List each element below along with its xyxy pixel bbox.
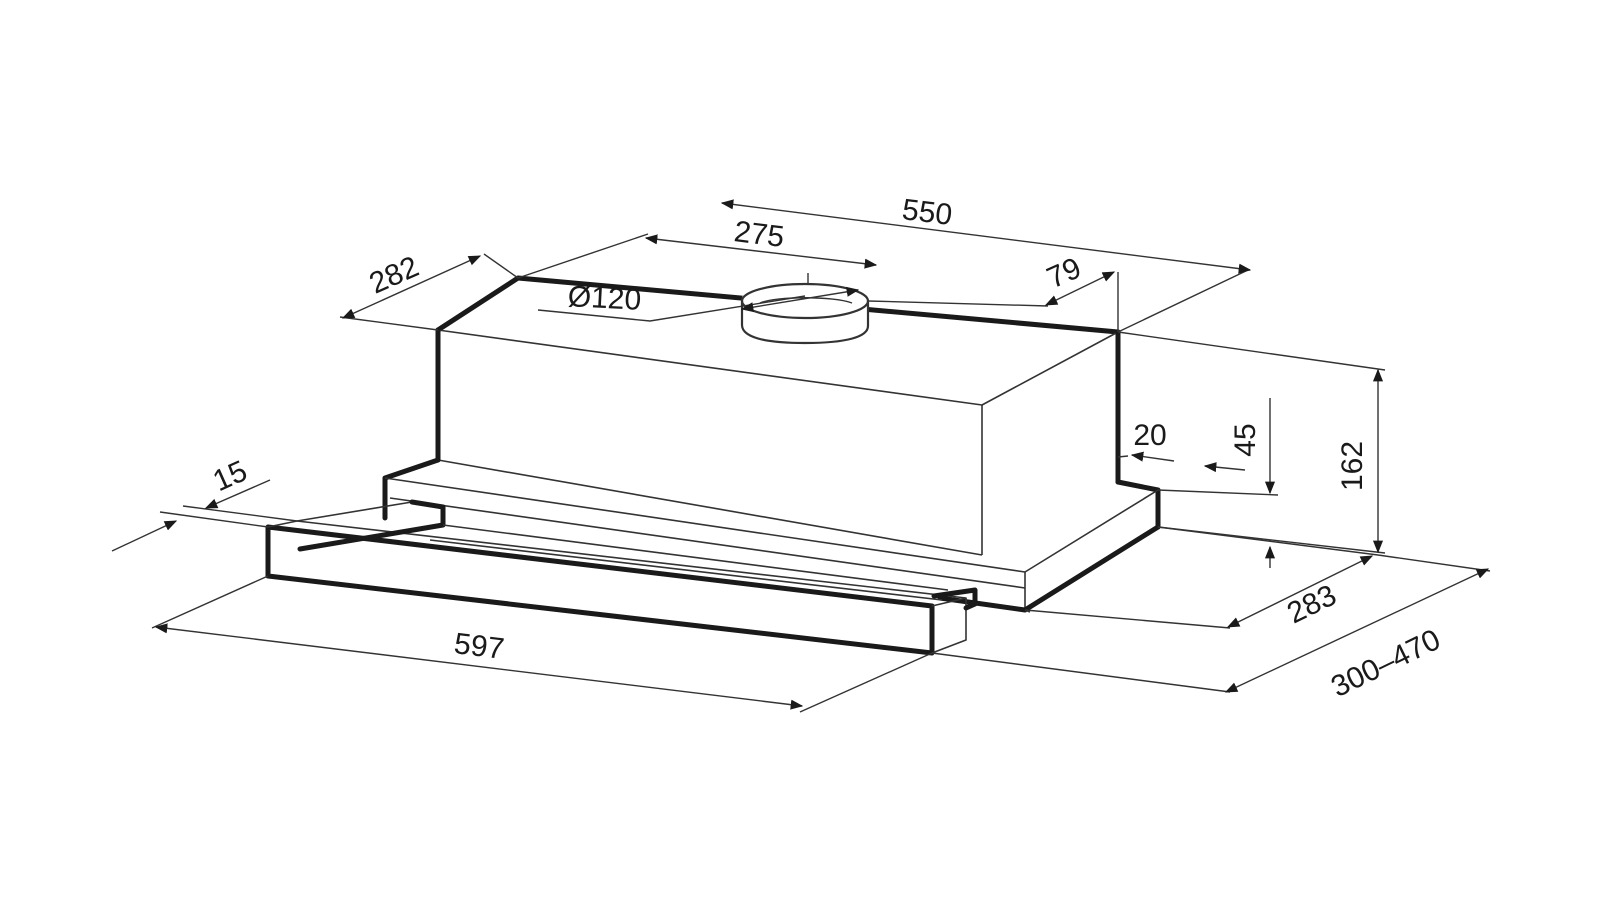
dim-162-label: 162 [1336,441,1369,491]
dim-597-label: 597 [452,627,506,666]
dim-diameter: Ø120 [537,280,860,322]
dim-550: 550 [517,193,1252,333]
dim-597: 597 [151,575,933,713]
dim-275: 275 [644,215,878,283]
dim-300-470: 300–470 [931,554,1491,704]
dim-283-label: 283 [1282,579,1341,631]
dim-45: 45 [1157,398,1279,568]
dim-300-470-label: 300–470 [1326,623,1445,704]
dim-282-label: 282 [365,250,424,301]
dim-162: 162 [1117,331,1386,554]
dim-20: 20 [1117,419,1246,473]
dim-275-label: 275 [732,215,786,254]
dim-550-label: 550 [900,193,954,232]
dim-15-label: 15 [208,454,252,498]
dim-diameter-label: Ø120 [567,280,642,317]
dim-20-label: 20 [1133,419,1166,452]
dim-45-label: 45 [1229,423,1262,456]
front-panel [265,499,978,656]
